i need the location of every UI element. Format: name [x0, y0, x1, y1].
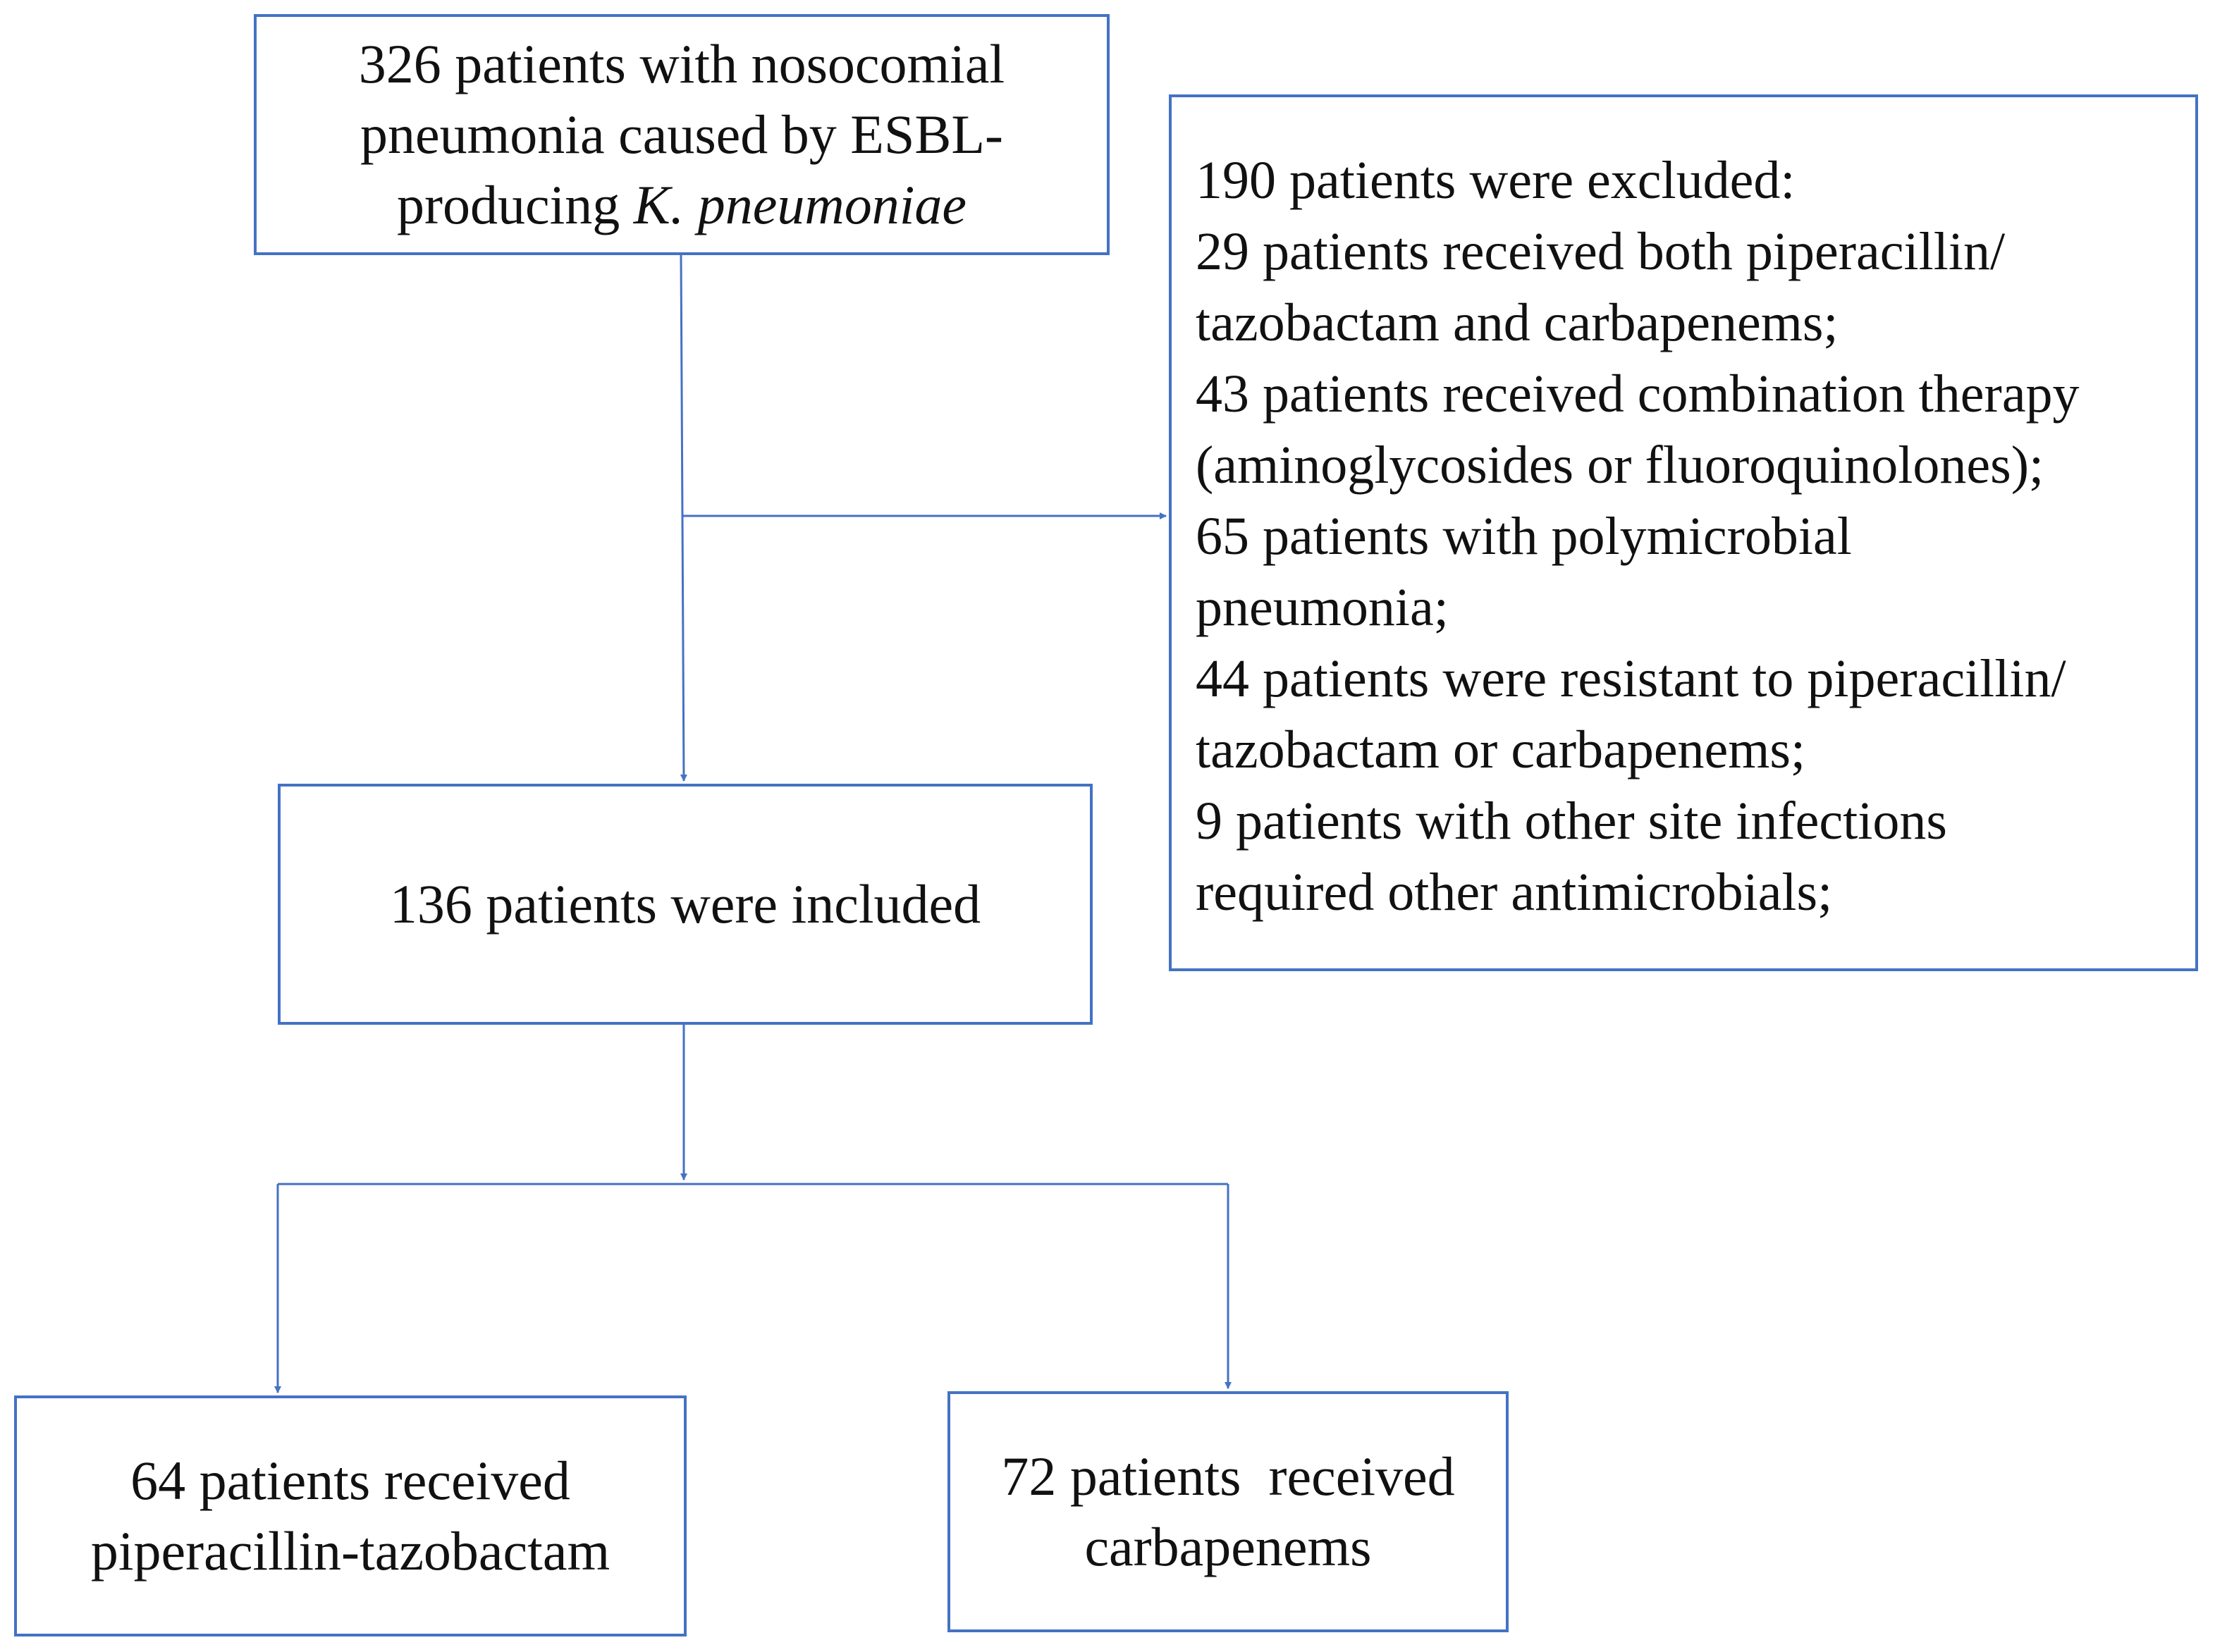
start-population-box: 326 patients with nosocomial pneumonia c…	[254, 14, 1110, 255]
piperacillin-group-text: 64 patients received piperacillin-tazoba…	[91, 1446, 610, 1586]
carbapenem-group-text: 72 patients received carbapenems	[1001, 1441, 1454, 1582]
start-line-3-prefix: producing	[396, 174, 634, 235]
included-box: 136 patients were included	[278, 784, 1093, 1025]
excluded-line: 9 patients with other site infections	[1196, 791, 1947, 851]
carbapenem-group-box: 72 patients received carbapenems	[947, 1391, 1509, 1632]
excluded-line: tazobactam or carbapenems;	[1196, 720, 1806, 779]
excluded-line: 29 patients received both piperacillin/	[1196, 222, 2006, 281]
excluded-line: 65 patients with polymicrobial	[1196, 507, 1852, 566]
start-line-1: 326 patients with nosocomial	[358, 33, 1005, 94]
start-line-2: pneumonia caused by ESBL-	[360, 104, 1003, 165]
excluded-line: 44 patients were resistant to piperacill…	[1196, 649, 2066, 708]
start-line-3: producing K. pneumoniae	[359, 170, 1005, 240]
piperacillin-group-box: 64 patients received piperacillin-tazoba…	[14, 1395, 687, 1636]
start-population-text: 326 patients with nosocomial pneumonia c…	[359, 29, 1005, 240]
organism-name: K. pneumoniae	[633, 174, 967, 235]
excluded-line: tazobactam and carbapenems;	[1196, 293, 1839, 352]
pip-line-2: piperacillin-tazobactam	[90, 1520, 610, 1582]
excluded-line: 190 patients were excluded:	[1196, 151, 1796, 210]
included-text: 136 patients were included	[389, 873, 981, 935]
excluded-box: 190 patients were excluded: 29 patients …	[1169, 94, 2198, 971]
carb-line-2: carbapenems	[1084, 1516, 1372, 1577]
pip-line-1: 64 patients received	[130, 1450, 570, 1511]
excluded-line: (aminoglycosides or fluoroquinolones);	[1196, 436, 2044, 495]
excluded-line: 43 patients received combination therapy	[1196, 364, 2080, 424]
excluded-line: pneumonia;	[1196, 578, 1449, 637]
carb-line-1: 72 patients received	[1001, 1446, 1455, 1507]
start-to-included-arrow	[680, 254, 687, 782]
excluded-line: required other antimicrobials;	[1196, 863, 1833, 922]
